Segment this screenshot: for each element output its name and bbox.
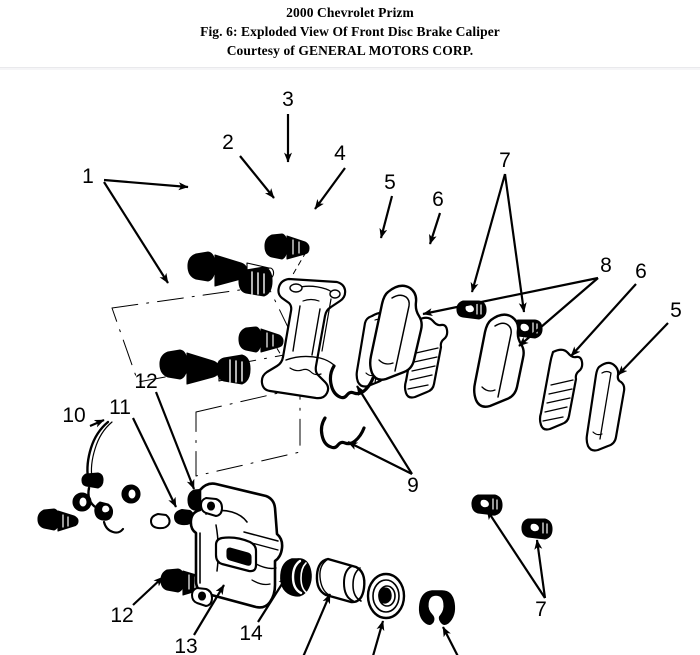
diagram-canvas: 1 2 3 4 5 6 7 8 6 5 9 10 11 12 12 13 14 … [0, 70, 700, 655]
piston-dust-boot [280, 558, 312, 597]
pad-retaining-clip-b1 [471, 494, 503, 516]
header-divider [0, 67, 700, 68]
title-block: 2000 Chevrolet Prizm Fig. 6: Exploded Vi… [0, 0, 700, 68]
caliper-body [189, 482, 284, 609]
rotor-position-outline-lower [195, 387, 301, 477]
bracket-mounting-bolt-lower [238, 326, 284, 353]
hose-small-fittings [37, 484, 141, 532]
caliper-piston [315, 557, 366, 604]
courtesy-line: Courtesy of GENERAL MOTORS CORP. [226, 43, 474, 58]
hose-sealing-washer-a [150, 513, 171, 530]
guide-pin-boot-lower [216, 354, 251, 385]
figure-title: Fig. 6: Exploded View Of Front Disc Brak… [200, 24, 500, 39]
callout-6a: 6 [432, 188, 444, 211]
leader-lines [89, 114, 669, 655]
guide-pin-boot-upper [238, 266, 273, 297]
callout-8: 8 [600, 254, 612, 277]
callout-12b: 12 [110, 604, 133, 627]
callout-numbers: 1 2 3 4 5 6 7 8 6 5 9 10 11 12 12 13 14 … [62, 88, 682, 655]
bracket-mounting-bolt-upper [264, 233, 310, 260]
callout-4: 4 [334, 142, 346, 165]
pad-retaining-clip-b2 [521, 518, 553, 540]
callout-10: 10 [62, 404, 85, 427]
vehicle-title: 2000 Chevrolet Prizm [286, 5, 414, 20]
callout-13: 13 [174, 635, 197, 655]
brake-pad-right [473, 313, 525, 408]
callout-2: 2 [222, 131, 234, 154]
callout-1: 1 [82, 165, 94, 188]
brake-pad-left [369, 284, 423, 381]
callout-5b: 5 [670, 299, 682, 322]
header-divider-shadow [0, 68, 700, 70]
callout-12a: 12 [134, 370, 157, 393]
callout-7a: 7 [499, 149, 511, 172]
boot-retaining-ring [418, 590, 456, 625]
callout-6b: 6 [635, 260, 647, 283]
piston-seal [366, 572, 406, 620]
caliper-mounting-bracket [260, 277, 347, 400]
pad-shim-right [585, 361, 626, 452]
callout-5a: 5 [384, 171, 396, 194]
callout-3: 3 [282, 88, 294, 111]
pad-wear-spring-lower [319, 416, 366, 450]
pad-support-plate-right [538, 348, 584, 431]
callout-7b: 7 [535, 598, 547, 621]
callout-14: 14 [239, 622, 263, 645]
brake-hose [81, 420, 125, 534]
exploded-view-diagram: 1 2 3 4 5 6 7 8 6 5 9 10 11 12 12 13 14 … [37, 88, 682, 655]
callout-11: 11 [109, 396, 131, 419]
callout-9: 9 [407, 474, 419, 497]
